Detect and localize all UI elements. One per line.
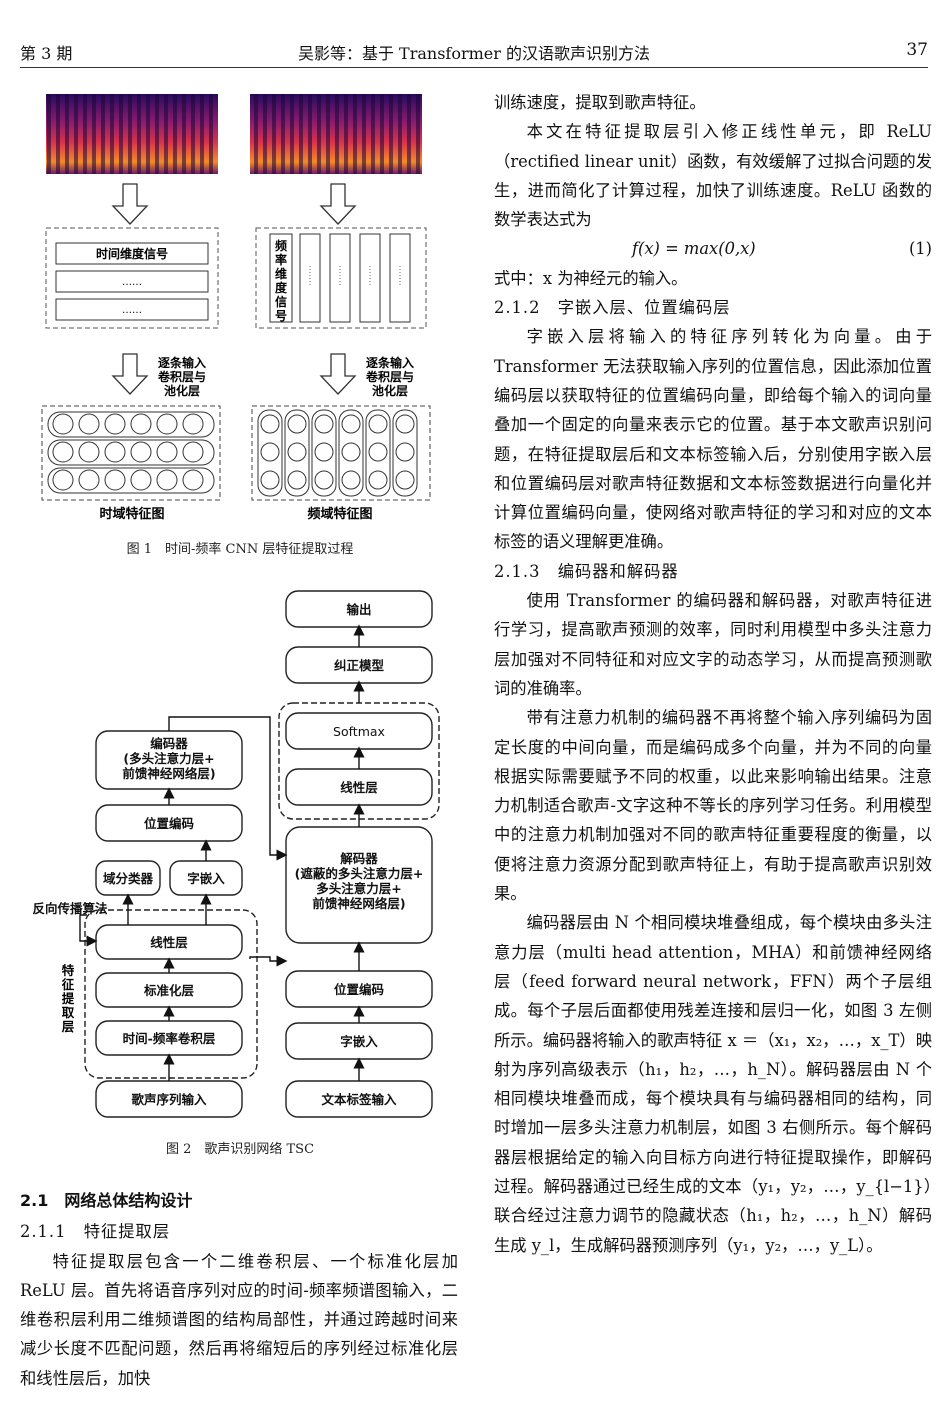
encoder-title: 编码器 [150,736,188,751]
ellipsis: …… [122,277,142,288]
paragraph: 式中：x 为神经元的输入。 [494,268,688,288]
encoder-line-3: 前馈神经网络层) [122,766,215,781]
text-input-node: 文本标签输入 [321,1092,397,1107]
linear-layer-top-node: 线性层 [340,780,378,795]
linear-layer-left-node: 线性层 [150,935,188,950]
decoder-line-3: 多头注意力层+ [316,881,401,896]
figure-2-caption: 图 2 歌声识别网络 TSC [165,1142,315,1157]
down-arrow-icon [111,353,149,395]
time-feature-map [41,405,221,501]
equation-1: f(x) = max(0,x) (1) [494,234,932,263]
correction-model-node: 纠正模型 [334,658,385,673]
time-signal-label: 时间维度信号 [96,246,168,261]
spectrogram-left [46,94,218,174]
paragraph: 编码器层由 N 个相同模块堆叠组成，每个模块由多头注意力层（multi head… [494,913,932,1255]
page-header: 第 3 期 吴影等：基于 Transformer 的汉语歌声识别方法 37 [20,0,928,68]
decoder-line-4: 前馈神经网络层) [312,896,405,911]
step-label-left: 逐条输入 卷积层与 池化层 [157,355,206,398]
section-2-1-heading: 2.1 网络总体结构设计 [20,1191,193,1210]
down-arrow-icon [111,183,149,225]
equation-body: f(x) = max(0,x) [632,239,756,259]
svg-text:卷积层与: 卷积层与 [365,369,414,384]
paragraph: 训练速度，提取到歌声特征。 [494,93,706,112]
freq-signal-label: 频率维度信号 [275,238,288,323]
freq-map-label: 频域特征图 [307,506,372,522]
pos-enc-right-node: 位置编码 [334,982,384,997]
word-emb-left-node: 字嵌入 [187,871,225,886]
spectrogram-right [250,94,422,174]
down-arrow-icon [319,183,357,225]
ellipsis: …… [122,305,142,316]
word-emb-right-node: 字嵌入 [340,1034,378,1049]
left-column-text: 2.1 网络总体结构设计 2.1.1 特征提取层 特征提取层包含一个二维卷积层、… [20,1186,458,1393]
norm-layer-node: 标准化层 [143,983,195,998]
down-arrow-icon [319,353,357,395]
domain-classifier-node: 域分类器 [103,871,154,886]
paragraph: 使用 Transformer 的编码器和解码器，对歌声特征进行学习，提高歌声预测… [494,591,932,698]
section-2-1-2-heading: 2.1.2 字嵌入层、位置编码层 [494,298,731,318]
tf-conv-node: 时间-频率卷积层 [123,1031,216,1046]
feature-extraction-label: 特征提取层 [62,963,75,1034]
pos-enc-left-node: 位置编码 [144,816,194,831]
svg-text:逐条输入: 逐条输入 [158,355,206,370]
header-rule [20,67,928,68]
backprop-label: 反向传播算法 [32,901,108,916]
time-map-label: 时域特征图 [99,506,164,522]
step-label-right: 逐条输入 卷积层与 池化层 [365,355,414,398]
output-node: 输出 [346,602,371,617]
equation-number: (1) [908,239,932,259]
svg-text:卷积层与: 卷积层与 [157,369,206,384]
paragraph: 带有注意力机制的编码器不再将整个输入序列编码为固定长度的中间向量，而是编码成多个… [494,708,932,904]
issue-number: 第 3 期 [20,44,73,63]
song-input-node: 歌声序列输入 [131,1092,207,1107]
svg-text:逐条输入: 逐条输入 [366,355,414,370]
softmax-node: Softmax [333,724,385,739]
svg-text:池化层: 池化层 [372,383,408,398]
paragraph: 本文在特征提取层引入修正线性单元，即 ReLU（rectified linear… [494,122,932,230]
page-number: 37 [906,40,928,60]
svg-text:池化层: 池化层 [164,383,200,398]
encoder-line-2: (多头注意力层+ [123,751,214,766]
figure-1: 时间维度信号 …… …… 频率维度信号 逐条输入 卷积层与 池化层 逐条输入 卷… [41,94,431,522]
paragraph: 字嵌入层将输入的特征序列转化为向量。由于 Transformer 无法获取输入序… [494,327,932,552]
decoder-line-2: (遮蔽的多头注意力层+ [295,866,424,881]
figure-2: 输出 纠正模型 Softmax 线性层 解码器 (遮蔽的多头注意力层+ 多头注意… [32,590,440,1118]
figure-1-caption: 图 1 时间-频率 CNN 层特征提取过程 [126,542,354,557]
running-title: 吴影等：基于 Transformer 的汉语歌声识别方法 [297,44,651,63]
right-column-text: 训练速度，提取到歌声特征。 本文在特征提取层引入修正线性单元，即 ReLU（re… [494,88,932,1260]
section-2-1-3-heading: 2.1.3 编码器和解码器 [494,561,679,581]
decoder-title: 解码器 [340,851,378,866]
paragraph: 特征提取层包含一个二维卷积层、一个标准化层加 ReLU 层。首先将语音序列对应的… [20,1251,458,1388]
frequency-feature-map [251,405,431,501]
section-2-1-1-heading: 2.1.1 特征提取层 [20,1222,171,1242]
